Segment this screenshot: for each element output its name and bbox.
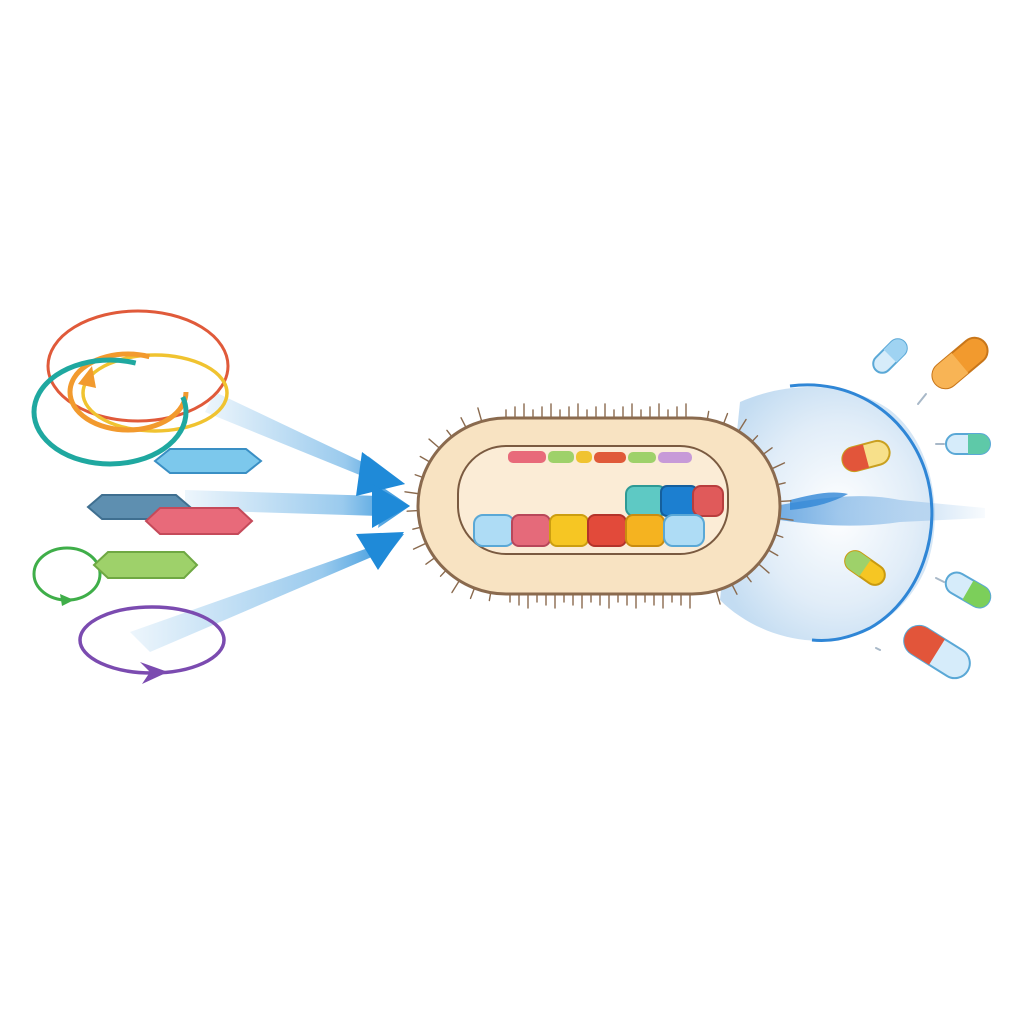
antibiotic-capsule-icon [844, 550, 886, 586]
arrow-head-bottom-icon [356, 532, 404, 570]
pilus [771, 462, 786, 470]
pilus [412, 542, 427, 550]
pilus [731, 583, 738, 595]
shield-stream [780, 496, 985, 526]
chromosome-strip-top [508, 451, 692, 463]
antibiotic-capsule-icon [903, 624, 971, 680]
pilus [451, 579, 461, 594]
pilus [460, 417, 467, 429]
gene-block-blue [660, 485, 698, 517]
plasmid-ring-red-icon [46, 309, 230, 423]
plasmid-ring-green-icon [32, 546, 102, 602]
shield-stream-inner [790, 492, 848, 510]
pilus [737, 418, 747, 433]
pilus [722, 412, 729, 425]
antibiotic-capsule-icon [945, 433, 991, 455]
pilus [406, 509, 419, 512]
pilus [778, 517, 794, 521]
plasmid-ring-teal-icon [31, 357, 189, 467]
transfer-arrow-top [205, 392, 405, 492]
plasmid-ring-orange-arrow-icon [78, 366, 96, 388]
pilus [767, 549, 779, 557]
arrow-head-top-icon [356, 452, 405, 496]
antibiotic-capsules [841, 336, 992, 680]
pilus [715, 589, 721, 605]
plasmid-ring-green-arrow-icon [60, 594, 74, 606]
pilus [419, 455, 431, 463]
plasmid-ring-purple-arrow-icon [140, 662, 168, 684]
gene-cassettes [86, 448, 263, 579]
plasmid-ring-orange-icon [67, 351, 189, 433]
resistance-gene-blocks [625, 485, 724, 517]
antibiotic-capsule-icon [931, 336, 989, 390]
pilus [477, 407, 483, 423]
motion-marks [875, 393, 945, 651]
transfer-arrows [130, 392, 410, 652]
pilus [779, 500, 792, 503]
plasmid-ring-yellow-icon [81, 353, 229, 433]
shield-rim [789, 383, 934, 642]
plasmid-cluster [31, 309, 230, 684]
gene-cassette-green-icon [92, 551, 199, 579]
pilus [425, 557, 436, 565]
gene-cassette-blue-icon [153, 448, 263, 474]
pilus [469, 587, 476, 600]
antibiotic-capsule-icon [841, 439, 891, 473]
transfer-arrow-middle [185, 484, 410, 528]
transfer-arrow-bottom [130, 534, 404, 652]
gene-cassette-pink-icon [144, 507, 254, 535]
pilus [428, 438, 441, 449]
antibiotic-capsule-icon [944, 571, 992, 609]
gene-block-red [692, 485, 724, 517]
bacterium-icon [404, 403, 794, 609]
chromosome-gene-row [473, 514, 705, 547]
antibiotic-capsule-icon [872, 338, 908, 374]
pilus [757, 563, 770, 574]
pilus [762, 447, 773, 455]
pilus [404, 491, 420, 495]
arrow-head-middle-icon [372, 484, 410, 528]
